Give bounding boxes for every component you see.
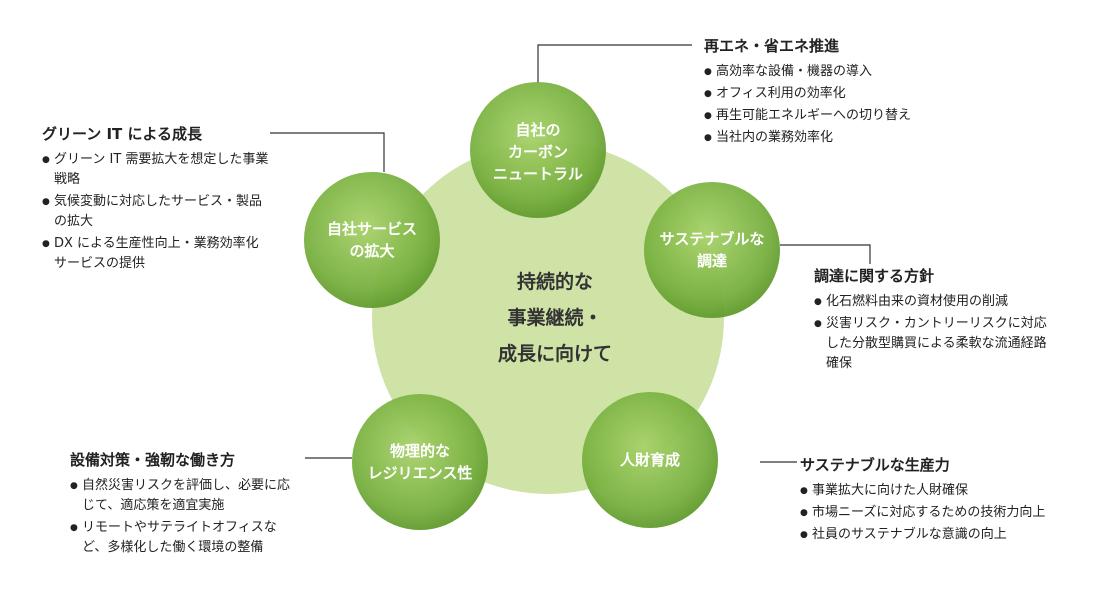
circle-service	[304, 172, 440, 308]
list-item: DX による生産性向上・業務効率化サービスの提供	[42, 234, 270, 274]
circle-label-procurement: サステナブルな 調達	[659, 230, 765, 270]
circle-label-carbon: 自社の カーボン ニュートラル	[492, 121, 584, 183]
list-item: 市場ニーズに対応するための技術力向上	[800, 503, 1060, 523]
list-item: オフィス利用の効率化	[704, 84, 964, 104]
center-label: 持続的な 事業継続・ 成長に向けて	[497, 271, 613, 365]
block-title: グリーン IT による成長	[42, 125, 203, 143]
circle-resilience	[352, 394, 488, 530]
block-title: サステナブルな生産力	[800, 456, 950, 474]
block-resilience: 設備対策・強靭な働き方 自然災害リスクを評価し、必要に応じて、適応策を適宜実施 …	[70, 450, 302, 560]
block-procurement: 調達に関する方針 化石燃料由来の資材使用の削減 災害リスク・カントリーリスクに対…	[814, 266, 1050, 376]
circle-talent	[582, 392, 718, 528]
connector-service	[270, 132, 385, 172]
block-carbon: 再エネ・省エネ推進 高効率な設備・機器の導入 オフィス利用の効率化 再生可能エネ…	[704, 36, 964, 150]
list-item: 高効率な設備・機器の導入	[704, 62, 964, 82]
block-title: 再エネ・省エネ推進	[704, 37, 840, 55]
list-item: 当社内の業務効率化	[704, 128, 964, 148]
circle-label-service: 自社サービス の拡大	[326, 220, 418, 260]
block-talent: サステナブルな生産力 事業拡大に向けた人財確保 市場ニーズに対応するための技術力…	[800, 455, 1060, 547]
list-item: 化石燃料由来の資材使用の削減	[814, 292, 1050, 312]
list-item: 災害リスク・カントリーリスクに対応した分散型購買による柔軟な流通経路確保	[814, 314, 1050, 374]
connector-procurement	[780, 244, 871, 264]
list-item: グリーン IT 需要拡大を想定した事業戦略	[42, 150, 270, 190]
list-item: 事業拡大に向けた人財確保	[800, 481, 1060, 501]
list-item: 自然災害リスクを評価し、必要に応じて、適応策を適宜実施	[70, 476, 302, 516]
block-service: グリーン IT による成長 グリーン IT 需要拡大を想定した事業戦略 気候変動…	[42, 124, 270, 276]
circle-procurement	[644, 182, 780, 318]
block-title: 調達に関する方針	[814, 267, 935, 285]
connector-carbon	[537, 44, 692, 84]
list-item: 再生可能エネルギーへの切り替え	[704, 106, 964, 126]
list-item: リモートやサテライトオフィスなど、多様化した働く環境の整備	[70, 518, 302, 558]
block-title: 設備対策・強靭な働き方	[70, 451, 236, 469]
list-item: 気候変動に対応したサービス・製品の拡大	[42, 192, 270, 232]
circle-carbon	[470, 82, 606, 218]
circle-label-resilience: 物理的な レジリエンス性	[367, 442, 473, 482]
circle-label-talent: 人財育成	[619, 451, 681, 469]
list-item: 社員のサステナブルな意識の向上	[800, 525, 1060, 545]
